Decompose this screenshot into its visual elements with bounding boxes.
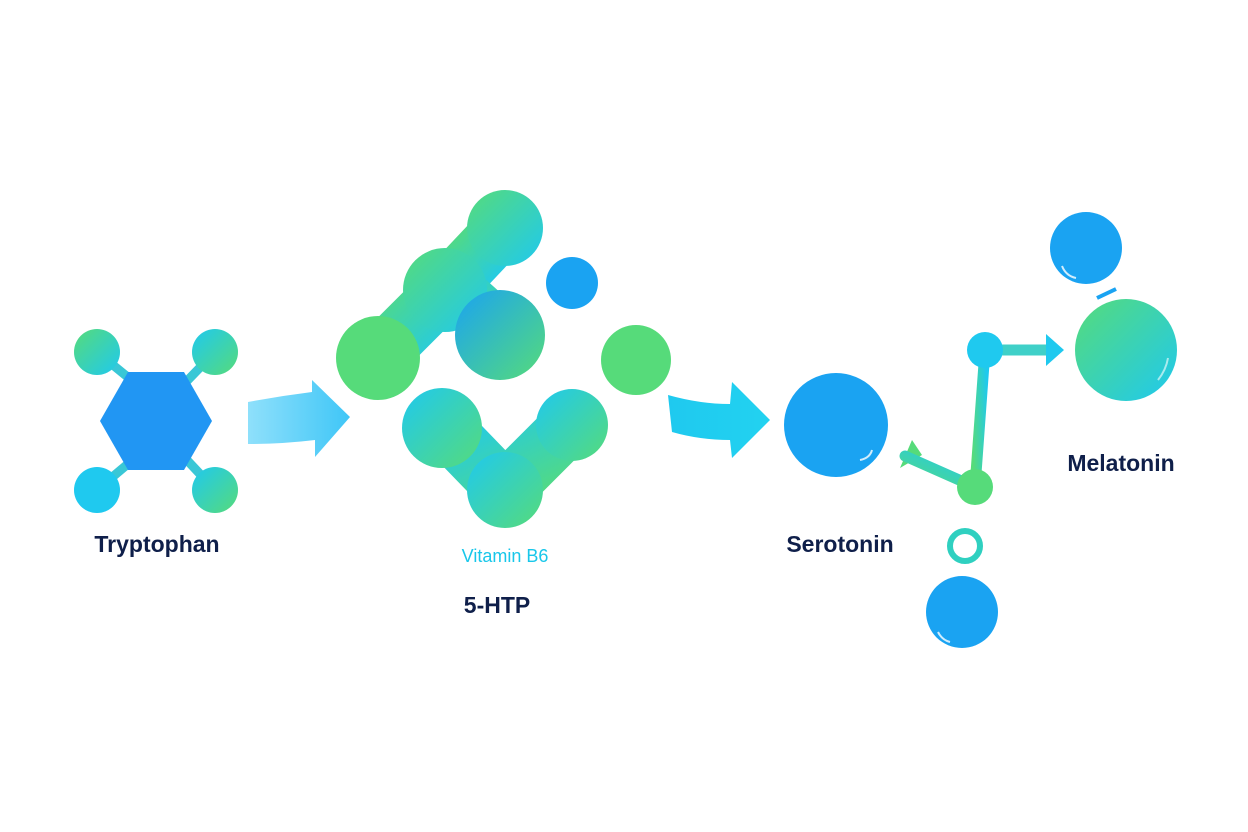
atom-circle <box>336 316 420 400</box>
arrow-head-icon <box>1046 334 1064 366</box>
atom-circle <box>192 329 238 375</box>
atom-circle <box>1050 212 1122 284</box>
atom-circle <box>536 389 608 461</box>
melatonin-label: Melatonin <box>1067 450 1175 476</box>
atom-circle <box>467 452 543 528</box>
vitamin-b6-label: Vitamin B6 <box>461 546 549 566</box>
atom-circle <box>784 373 888 477</box>
serotonin-label: Serotonin <box>786 531 894 557</box>
atom-circle <box>601 325 671 395</box>
atom-circle <box>402 388 482 468</box>
tryptophan-label: Tryptophan <box>94 531 220 557</box>
five-htp-molecule <box>336 190 671 528</box>
hexagon-ring <box>100 372 212 470</box>
ring-circle <box>947 528 983 564</box>
atom-circle <box>546 257 598 309</box>
atom-circle <box>455 290 545 380</box>
tryptophan-molecule <box>74 329 238 513</box>
arrow-right-icon <box>668 382 770 458</box>
atom-circle <box>74 467 120 513</box>
atom-circle <box>74 329 120 375</box>
melatonin-branch <box>899 332 1064 648</box>
arrow-right-icon <box>248 380 350 457</box>
atom-circle <box>926 576 998 648</box>
atom-circle <box>967 332 1003 368</box>
melatonin-molecule <box>1050 212 1177 401</box>
atom-circle <box>957 469 993 505</box>
five-htp-label: 5-HTP <box>463 592 531 618</box>
serotonin-molecule <box>784 373 888 477</box>
atom-circle <box>192 467 238 513</box>
atom-circle <box>467 190 543 266</box>
atom-circle <box>1075 299 1177 401</box>
